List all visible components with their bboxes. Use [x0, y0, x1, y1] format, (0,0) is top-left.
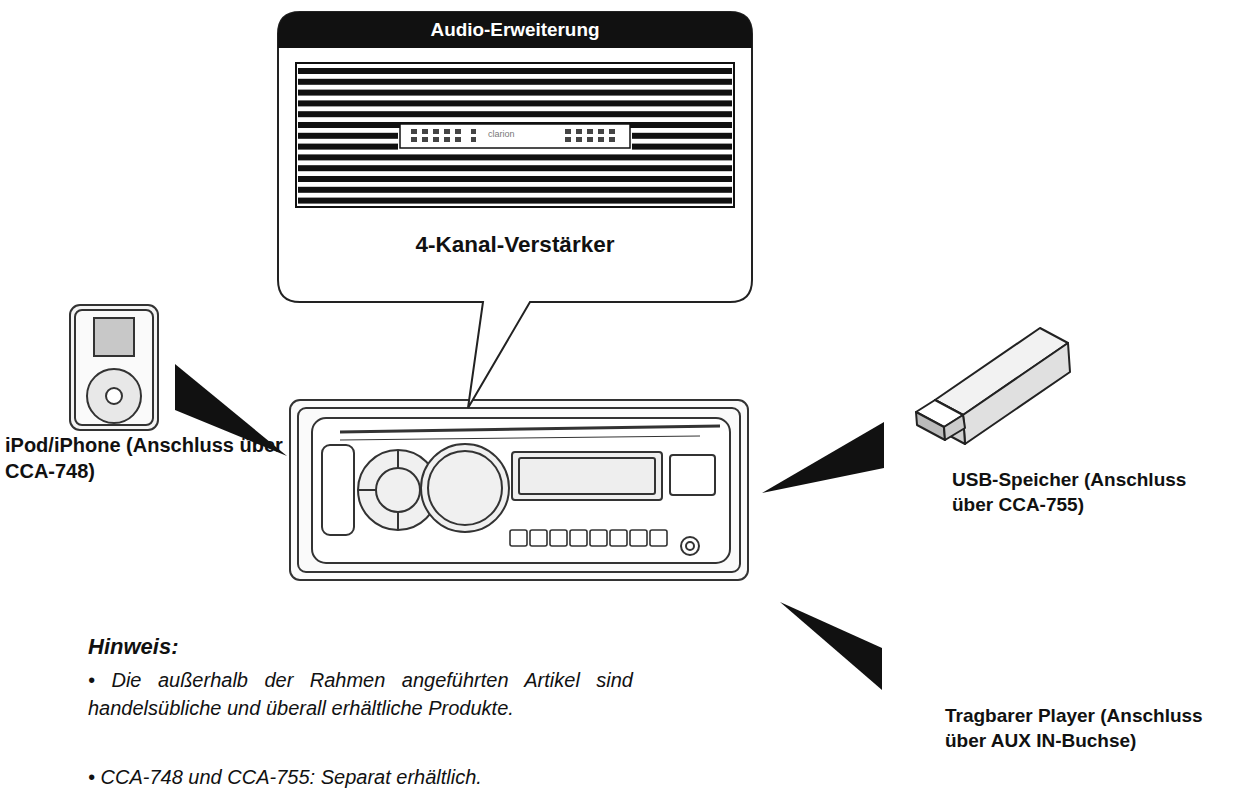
note-heading: Hinweis:	[88, 633, 288, 661]
note-text: • Die außerhalb der Rahmen angeführten A…	[88, 666, 633, 722]
pointer-wedge	[762, 422, 884, 493]
note-text: • CCA-748 und CCA-755: Separat erhältlic…	[88, 763, 688, 791]
device-label: iPod/iPhone (Anschluss über CCA-748)	[5, 432, 295, 484]
pointer-wedge	[780, 602, 882, 690]
callout-bubble: Audio-Erweiterung 4-Kanal-Verstärker clari…	[278, 12, 752, 302]
callout-heading: Audio-Erweiterung	[278, 16, 752, 44]
ipod-icon	[70, 305, 158, 430]
amplifier-name: 4-Kanal-Verstärker	[278, 230, 752, 260]
device-label: Tragbarer Player (Anschluss über AUX IN-…	[945, 703, 1215, 753]
preset-buttons	[510, 530, 667, 546]
head-unit	[290, 400, 748, 580]
usb-stick-icon	[916, 328, 1070, 444]
brand-logo: clarion	[486, 128, 517, 140]
device-label: USB-Speicher (Anschluss über CCA-755)	[952, 467, 1197, 517]
